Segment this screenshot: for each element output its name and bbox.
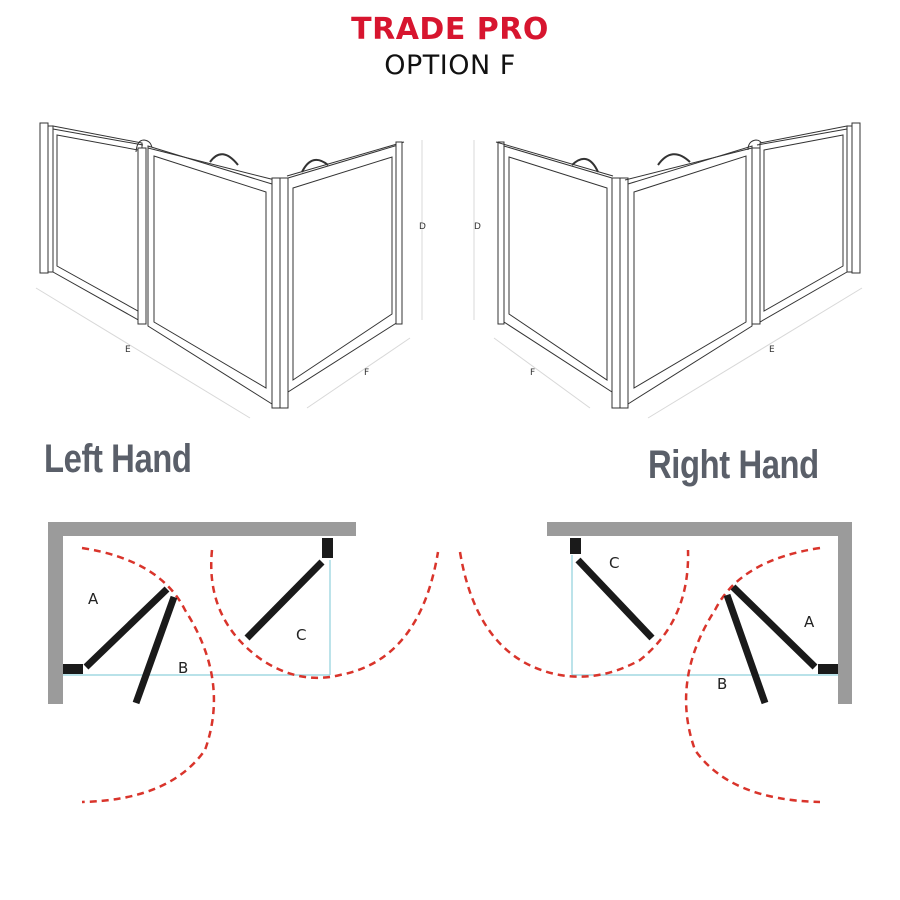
left-dim-f: F	[364, 368, 369, 378]
right-label-c: C	[609, 554, 619, 572]
left-perspective-view: D E F	[35, 122, 426, 419]
right-hand-plan: C A B	[458, 522, 852, 804]
right-label-a: A	[804, 613, 815, 631]
left-dim-e: E	[125, 345, 131, 355]
product-title: TRADE PRO	[351, 12, 549, 47]
right-dim-f: F	[530, 368, 535, 378]
right-dim-d: D	[474, 222, 481, 232]
left-dim-d: D	[419, 222, 426, 232]
top-wall	[547, 522, 852, 536]
top-wall	[48, 522, 356, 536]
left-hand-plan: A B C	[48, 522, 440, 804]
right-label-b: B	[717, 675, 727, 693]
left-label-b: B	[178, 659, 188, 677]
right-dim-e: E	[769, 345, 775, 355]
right-hand-label: Right Hand	[648, 443, 819, 487]
right-perspective-view: D F E	[473, 122, 863, 419]
side-wall	[48, 522, 63, 704]
left-label-c: C	[296, 626, 306, 644]
dimension-guides	[35, 140, 423, 419]
left-hand-label: Left Hand	[44, 437, 192, 481]
left-label-a: A	[88, 590, 99, 608]
option-subtitle: OPTION F	[384, 50, 516, 81]
dimension-guides	[473, 140, 863, 419]
side-wall	[838, 522, 852, 704]
